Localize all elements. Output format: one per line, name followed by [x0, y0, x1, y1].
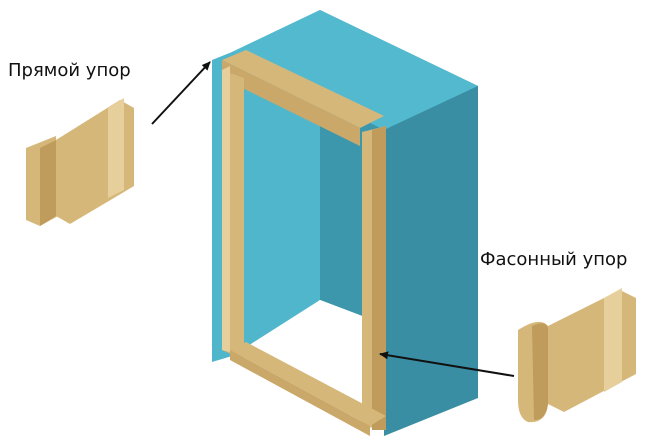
frame-top-bar-face: [222, 60, 360, 146]
straight-stop-profile: [26, 98, 134, 226]
wood-frame: [222, 50, 386, 436]
straight-stop-front-edge: [40, 140, 56, 226]
straight-stop-fin: [108, 98, 124, 198]
shaped-stop-back: [548, 290, 636, 412]
shaped-stop-curve-shade: [532, 323, 548, 420]
shaped-stop-fin: [604, 288, 622, 392]
top-panel: [232, 10, 478, 130]
straight-stop-label: Прямой упор: [8, 60, 131, 81]
frame-bottom-bar-face: [230, 350, 370, 436]
shaped-stop-profile: [518, 288, 636, 423]
frame-left-post-edge: [222, 66, 230, 352]
right-panel: [384, 86, 478, 436]
frame-top-bar: [222, 50, 384, 128]
arrow-to-shaped-stop: [379, 351, 515, 377]
shaped-stop-label: Фасонный упор: [480, 249, 628, 270]
frame-right-post-edge: [372, 126, 386, 430]
arrow-to-straight-stop: [151, 61, 211, 125]
frame-bottom-bar: [230, 342, 386, 426]
